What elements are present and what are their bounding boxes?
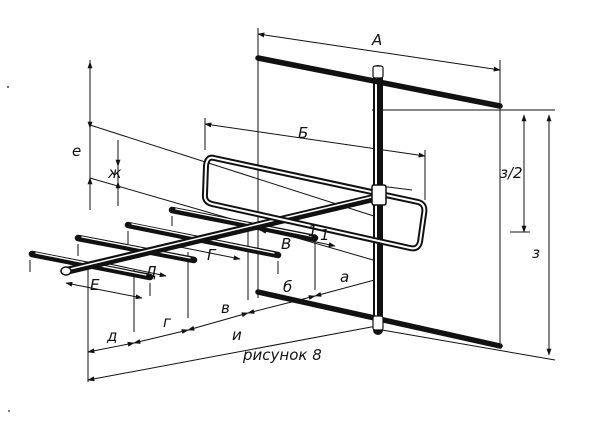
figure-caption: рисунок 8 — [242, 346, 322, 364]
label-d: д — [106, 327, 117, 345]
dimension-labels: А Б е ж з/2 з 1 1 В Г Д Е а б в г д и — [72, 31, 540, 345]
label-v: в — [221, 299, 230, 317]
label-e: е — [72, 142, 81, 160]
label-a: а — [340, 268, 349, 286]
boom — [60, 192, 386, 276]
label-z-half: з/2 — [500, 164, 523, 182]
label-V-cap: В — [281, 235, 291, 253]
label-one-left: 1 — [308, 222, 318, 240]
label-A: А — [371, 31, 382, 49]
label-G-cap: Г — [207, 246, 217, 264]
label-D-cap: Д — [144, 263, 157, 281]
mast-clamp — [371, 65, 387, 331]
label-b: б — [283, 278, 292, 296]
label-one-right: 1 — [320, 226, 330, 244]
extension-lines — [87, 28, 556, 382]
label-g: г — [163, 313, 171, 331]
label-z: з — [532, 244, 540, 262]
label-i: и — [232, 326, 242, 344]
dimension-lines — [65, 32, 552, 382]
label-zh: ж — [107, 164, 122, 182]
label-B-cap: Б — [298, 124, 308, 142]
label-E-cap: Е — [90, 276, 100, 294]
